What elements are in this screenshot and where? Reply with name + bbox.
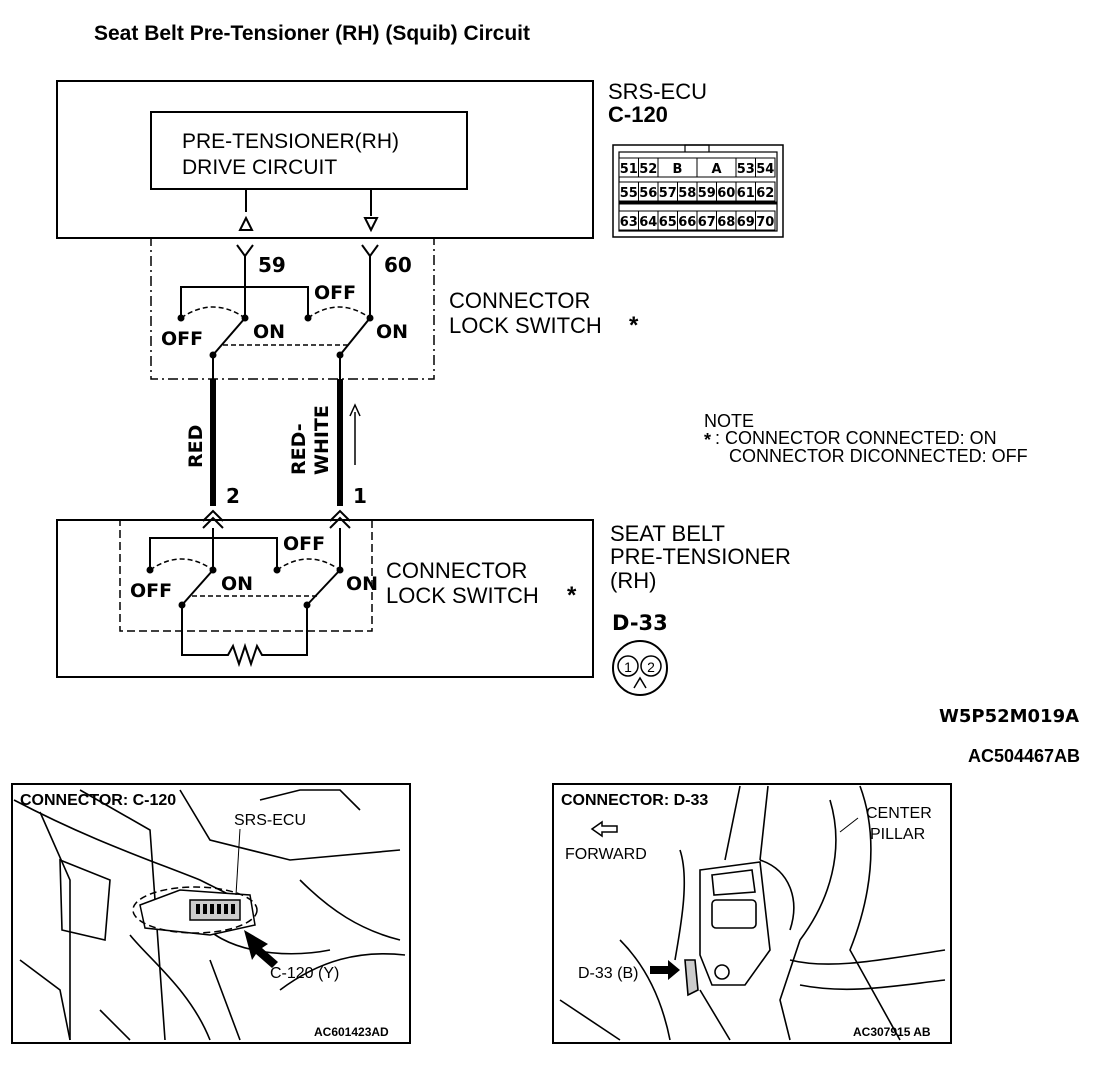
- svg-text:70: 70: [756, 215, 774, 230]
- d33-pin-2: 2: [647, 659, 655, 675]
- upper-lock-switch-star: *: [629, 312, 639, 339]
- svg-text:57: 57: [659, 186, 677, 201]
- svg-text:68: 68: [717, 215, 735, 230]
- svg-text:A: A: [711, 162, 721, 177]
- svg-text:OFF: OFF: [161, 328, 203, 350]
- photo-d33-pillar-line2: PILLAR: [870, 826, 925, 843]
- photo-d33: CONNECTOR: D-33 FORWARD CENTER PILLAR D-…: [552, 783, 952, 1044]
- photo-c120-ecu-label: SRS-ECU: [234, 812, 306, 829]
- upper-lock-switch-line2: LOCK SWITCH: [449, 313, 602, 338]
- svg-text:OFF: OFF: [283, 533, 325, 555]
- svg-text:B: B: [673, 162, 683, 177]
- upper-switch-contacts: OFF ON ON OFF: [161, 256, 408, 379]
- wire-color-red: RED: [185, 425, 207, 468]
- note-line1: : CONNECTOR CONNECTED: ON: [715, 428, 997, 448]
- wire-color-red-white-1: RED-: [288, 423, 310, 475]
- c120-pointer-arrow-icon: [244, 930, 278, 968]
- svg-text:56: 56: [639, 186, 657, 201]
- lower-switch-contacts: OFF ON ON OFF: [130, 528, 378, 609]
- svg-text:66: 66: [678, 215, 696, 230]
- page-title: Seat Belt Pre-Tensioner (RH) (Squib) Cir…: [94, 22, 530, 45]
- svg-text:62: 62: [756, 186, 774, 201]
- squib-resistor-icon: [181, 605, 308, 668]
- output-triangle-icon: [238, 215, 254, 231]
- lower-lock-switch-line2: LOCK SWITCH: [386, 583, 539, 608]
- drive-circuit-box: [150, 111, 468, 190]
- photo-c120-title: CONNECTOR: C-120: [20, 792, 176, 809]
- input-triangle-icon: [363, 217, 379, 233]
- pretensioner-name-line2: PRE-TENSIONER: [610, 544, 791, 569]
- svg-text:64: 64: [639, 215, 657, 230]
- svg-text:51: 51: [620, 162, 638, 177]
- svg-text:ON: ON: [346, 573, 378, 595]
- note-line2: CONNECTOR DICONNECTED: OFF: [729, 446, 1028, 466]
- svg-text:65: 65: [659, 215, 677, 230]
- pin-60-terminal-icon: [361, 244, 379, 258]
- svg-text:ON: ON: [253, 321, 285, 343]
- note-heading: NOTE: [704, 411, 754, 431]
- d33-connector-face: 1 2: [612, 640, 668, 696]
- svg-text:67: 67: [698, 215, 716, 230]
- svg-text:OFF: OFF: [314, 282, 356, 304]
- svg-text:52: 52: [639, 162, 657, 177]
- svg-text:60: 60: [717, 186, 735, 201]
- photo-d33-conn-label: D-33 (B): [578, 965, 638, 982]
- drive-circuit-line2: DRIVE CIRCUIT: [182, 156, 337, 179]
- pin-59-terminal-icon: [236, 244, 254, 258]
- drive-circuit-line1: PRE-TENSIONER(RH): [182, 130, 399, 153]
- wire-pin-1-label: 1: [353, 484, 367, 508]
- svg-text:ON: ON: [376, 321, 408, 343]
- wire-pin-2-label: 2: [226, 484, 240, 508]
- photo-c120: CONNECTOR: C-120 SRS-ECU C-120 (Y) AC601…: [11, 783, 411, 1044]
- svg-text:54: 54: [756, 162, 774, 177]
- lower-lock-switch-line1: CONNECTOR: [386, 558, 527, 583]
- pin-2-junction-icon: [202, 509, 224, 529]
- lower-lock-switch-box: [119, 519, 373, 632]
- note-star: *: [704, 430, 711, 450]
- pin-1-junction-icon: [329, 509, 351, 529]
- photo-d33-forward: FORWARD: [565, 846, 647, 863]
- photo-c120-code: AC601423AD: [314, 1025, 389, 1039]
- svg-text:69: 69: [737, 215, 755, 230]
- photo-d33-pillar-line1: CENTER: [866, 805, 932, 822]
- svg-text:ON: ON: [221, 573, 253, 595]
- upper-lock-switch-line1: CONNECTOR: [449, 288, 590, 313]
- figure-code-2: AC504467AB: [968, 746, 1080, 766]
- svg-text:58: 58: [678, 186, 696, 201]
- lower-lock-switch-star: *: [567, 582, 577, 609]
- d33-key-icon: [633, 676, 647, 689]
- photo-c120-conn-label: C-120 (Y): [270, 965, 339, 982]
- srs-ecu-connector-id: C-120: [608, 102, 668, 127]
- pin-59-label: 59: [258, 253, 286, 277]
- pretensioner-connector-id: D-33: [612, 611, 668, 635]
- svg-text:53: 53: [737, 162, 755, 177]
- srs-ecu-name: SRS-ECU: [608, 79, 707, 104]
- forward-arrow-icon: [590, 820, 618, 838]
- upper-lock-switch-box: [150, 237, 435, 380]
- svg-text:55: 55: [620, 186, 638, 201]
- svg-text:63: 63: [620, 215, 638, 230]
- pretensioner-name-line3: (RH): [610, 568, 656, 593]
- svg-text:61: 61: [737, 186, 755, 201]
- wire-color-red-white-2: WHITE: [311, 405, 333, 475]
- figure-code-1: W5P52M019A: [939, 706, 1079, 727]
- pretensioner-name-line1: SEAT BELT: [610, 521, 725, 546]
- svg-text:OFF: OFF: [130, 580, 172, 602]
- pin-60-label: 60: [384, 253, 412, 277]
- d33-pointer-arrow-icon: [650, 960, 680, 980]
- photo-d33-code: AC307915 AB: [853, 1025, 931, 1039]
- d33-pin-1: 1: [624, 659, 632, 675]
- photo-d33-title: CONNECTOR: D-33: [561, 792, 708, 809]
- svg-text:59: 59: [698, 186, 716, 201]
